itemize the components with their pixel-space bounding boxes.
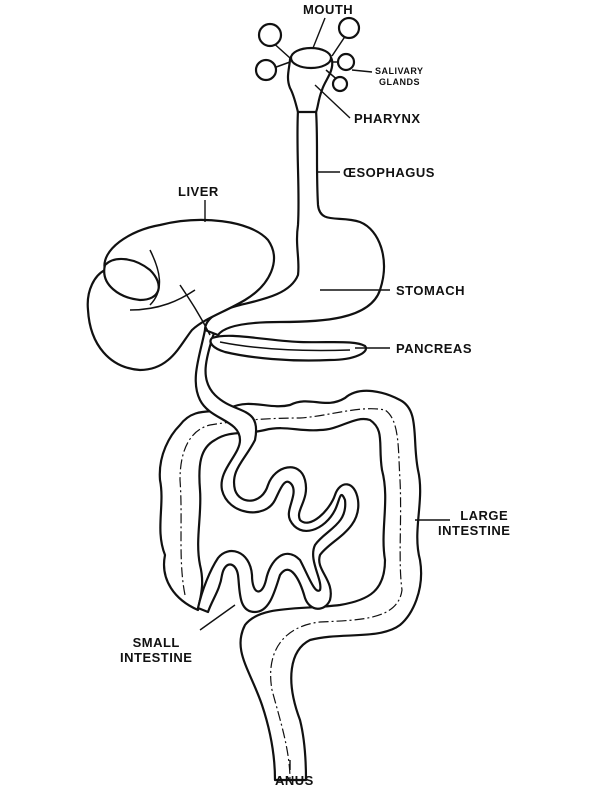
label-large-line2: INTESTINE: [438, 523, 511, 538]
label-pancreas: PANCREAS: [396, 341, 472, 356]
salivary-glands: [254, 16, 361, 93]
label-stomach: STOMACH: [396, 283, 465, 298]
small-intestine: [194, 328, 360, 614]
label-small-line1: SMALL: [132, 635, 180, 650]
label-pharynx: PHARYNX: [354, 111, 421, 126]
label-oesophagus: ŒSOPHAGUS: [343, 165, 435, 180]
label-mouth: MOUTH: [303, 2, 354, 17]
label-large-intestine: LARGE INTESTINE: [438, 508, 510, 538]
label-liver: LIVER: [178, 184, 219, 199]
label-small-line2: INTESTINE: [120, 650, 193, 665]
pancreas: [209, 334, 368, 362]
gall-bladder: [103, 257, 160, 302]
label-large-line1: LARGE: [460, 508, 509, 523]
large-intestine: [158, 389, 423, 782]
label-salivary-line1: SALIVARY: [375, 66, 424, 76]
mouth-cavity: [289, 46, 333, 70]
label-anus: ANUS: [275, 773, 314, 788]
stomach: [203, 108, 385, 337]
label-salivary-glands: SALIVARY GLANDS: [375, 66, 424, 88]
label-salivary-line2: GLANDS: [379, 77, 420, 87]
label-small-intestine: SMALL INTESTINE: [120, 635, 192, 665]
